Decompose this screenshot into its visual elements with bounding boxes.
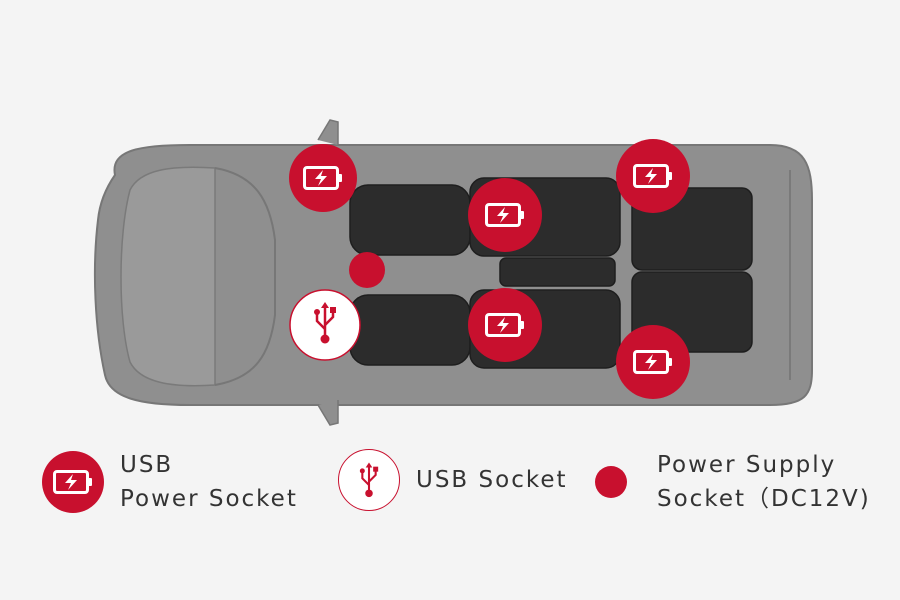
legend-usb-power-socket-line1: USB xyxy=(120,452,174,478)
legend: USB Power Socket USB Socket Power Supply… xyxy=(0,448,900,538)
legend-usb-socket: USB Socket xyxy=(338,449,568,511)
right-mirror xyxy=(317,400,339,426)
legend-power-supply-line1: Power Supply xyxy=(657,452,837,478)
power-supply-socket-marker xyxy=(349,252,385,288)
usb-socket-marker xyxy=(289,289,361,361)
usb-power-socket-marker xyxy=(289,144,357,212)
usb-power-socket-marker xyxy=(616,325,690,399)
legend-usb-socket-label: USB Socket xyxy=(416,467,568,493)
legend-usb-power-socket: USB Power Socket xyxy=(42,448,298,516)
usb-power-socket-marker xyxy=(468,178,542,252)
legend-power-supply-line2: Socket（DC12V) xyxy=(657,486,871,512)
red-dot-icon xyxy=(595,466,627,498)
front-right-seat xyxy=(349,294,471,366)
battery-charging-icon xyxy=(42,451,104,513)
left-mirror xyxy=(317,119,339,145)
usb-power-socket-marker xyxy=(616,139,690,213)
legend-usb-power-socket-line2: Power Socket xyxy=(120,486,298,512)
usb-icon xyxy=(338,449,400,511)
front-left-seat xyxy=(349,184,471,256)
center-console xyxy=(499,257,616,287)
legend-power-supply-socket: Power Supply Socket（DC12V) xyxy=(595,448,871,516)
usb-power-socket-marker xyxy=(468,288,542,362)
